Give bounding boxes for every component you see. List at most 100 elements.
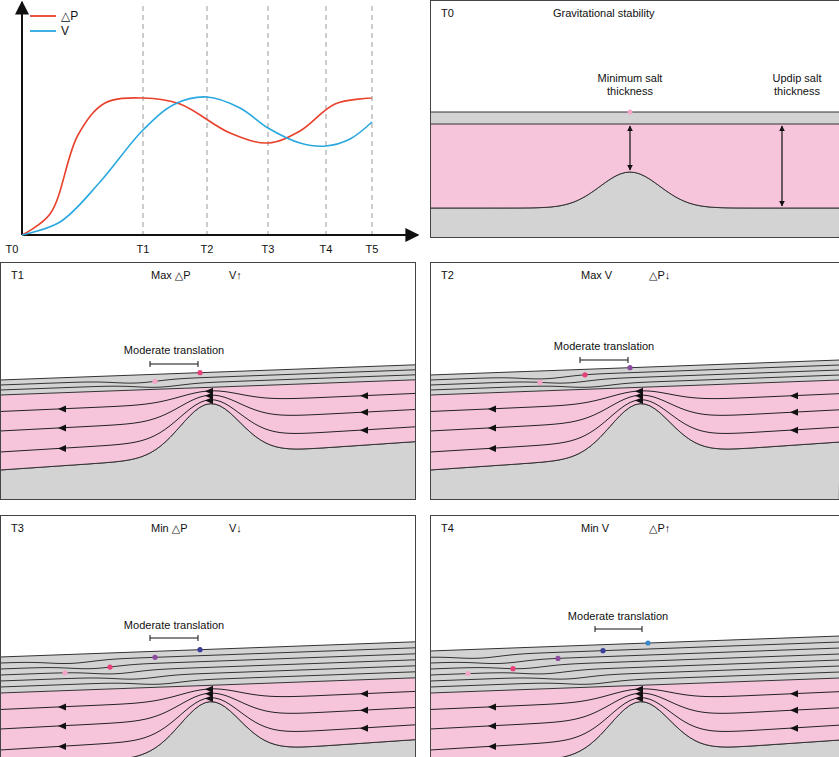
flow-line: [0, 693, 416, 729]
flow-arrowhead: [488, 445, 496, 452]
translation-label: Moderate translation: [109, 344, 239, 357]
strata-line: [0, 365, 416, 380]
time-gridline: [372, 6, 373, 235]
marker-dot: [537, 380, 542, 385]
flow-arrowhead: [360, 392, 368, 399]
salt-section: [430, 110, 839, 239]
flow-arrowhead: [205, 695, 213, 702]
translation-label: Moderate translation: [539, 340, 669, 353]
flow-arrowhead: [790, 707, 798, 714]
overburden: [430, 636, 839, 693]
thickness-label: Minimum salt thickness: [585, 72, 675, 98]
time-tick: T4: [311, 243, 341, 256]
flow-arrowhead: [488, 424, 496, 431]
flow-arrowhead: [790, 427, 798, 434]
stage-label: T1: [11, 269, 24, 282]
stage-panel: T4Min V△P↑: [430, 515, 839, 757]
strata-line: [0, 654, 416, 669]
x-axis: [22, 234, 418, 236]
salt-section: [430, 636, 839, 757]
flow-arrowhead: [58, 722, 66, 729]
marker-dot: [152, 379, 157, 384]
flow-arrowhead: [58, 405, 66, 412]
flow-arrowhead: [360, 427, 368, 434]
flow-arrowhead: [205, 397, 213, 404]
legend-line: [30, 15, 56, 17]
flow-arrowhead: [488, 743, 496, 750]
strata-line: [430, 654, 839, 669]
marker-dot: [582, 372, 587, 377]
salt-base: [0, 404, 416, 470]
flow-arrowhead: [58, 703, 66, 710]
strata-line: [430, 648, 839, 664]
thickness-label: Updip salt thickness: [760, 72, 834, 98]
marker-dot: [465, 671, 470, 676]
translation-bracket: [150, 361, 198, 367]
stage-panel: T1Max △PV↑: [0, 262, 416, 500]
salt-layer: [430, 124, 839, 208]
translation-bracket: [150, 635, 198, 641]
overburden: [0, 365, 416, 395]
flow-arrowhead: [790, 725, 798, 732]
overburden: [430, 360, 839, 395]
time-gridline: [326, 6, 327, 235]
marker-dot: [600, 648, 605, 653]
legend-line: [30, 30, 56, 32]
marker-dot: [197, 647, 202, 652]
curve-chart: [22, 2, 418, 235]
translation-bracket: [595, 626, 642, 632]
flow-line: [0, 689, 416, 710]
flow-arrowhead: [360, 725, 368, 732]
flow-line: [0, 400, 416, 452]
flow-arrowhead: [635, 397, 643, 404]
flow-arrowhead: [488, 405, 496, 412]
translation-label: Moderate translation: [109, 619, 239, 632]
flow-line: [0, 391, 416, 412]
salt-section: [0, 642, 416, 757]
strata-line: [0, 642, 416, 657]
salt-section: [430, 360, 839, 500]
flow-arrowhead: [635, 695, 643, 702]
legend-text: △P: [61, 9, 78, 23]
flow-arrowhead: [790, 690, 798, 697]
flow-arrowhead: [790, 409, 798, 416]
salt-base: [0, 702, 416, 757]
velocity-curve: [22, 97, 372, 235]
flow-arrowhead: [360, 690, 368, 697]
panel-heading: Min △P: [151, 522, 188, 535]
legend-text: V: [61, 24, 69, 38]
salt-base: [430, 404, 839, 470]
strata-line: [430, 360, 839, 375]
flow-arrowhead: [360, 409, 368, 416]
salt-base: [430, 172, 839, 208]
translation-label: Moderate translation: [553, 610, 683, 623]
panel-heading: Gravitational stability: [553, 7, 655, 20]
time-tick: T2: [192, 243, 222, 256]
overburden: [0, 642, 416, 693]
time-tick: T5: [357, 243, 387, 256]
stage-label: T4: [441, 522, 454, 535]
marker-dot: [62, 670, 67, 675]
time-tick: T1: [128, 243, 158, 256]
marker-dot: [152, 655, 157, 660]
y-axis: [21, 2, 23, 235]
panel-heading: V↑: [229, 269, 242, 282]
flow-arrowhead: [58, 743, 66, 750]
strata-line: [430, 672, 839, 687]
time-tick: T0: [0, 243, 27, 256]
marker-dot: [555, 656, 560, 661]
strata-line: [430, 636, 839, 651]
strata-line: [430, 112, 839, 113]
flow-line: [0, 395, 416, 431]
stage-panel: T0Gravitational stability: [430, 0, 839, 238]
time-tick: T3: [253, 243, 283, 256]
salt-section: [0, 365, 416, 500]
strata-line: [430, 124, 839, 125]
panel-heading: Min V: [581, 522, 609, 535]
panel-heading: V↓: [229, 522, 242, 535]
strata-line: [430, 642, 839, 658]
stage-panel: T2Max V△P↓: [430, 262, 839, 500]
strata-line: [0, 660, 416, 675]
stage-label: T3: [11, 522, 24, 535]
